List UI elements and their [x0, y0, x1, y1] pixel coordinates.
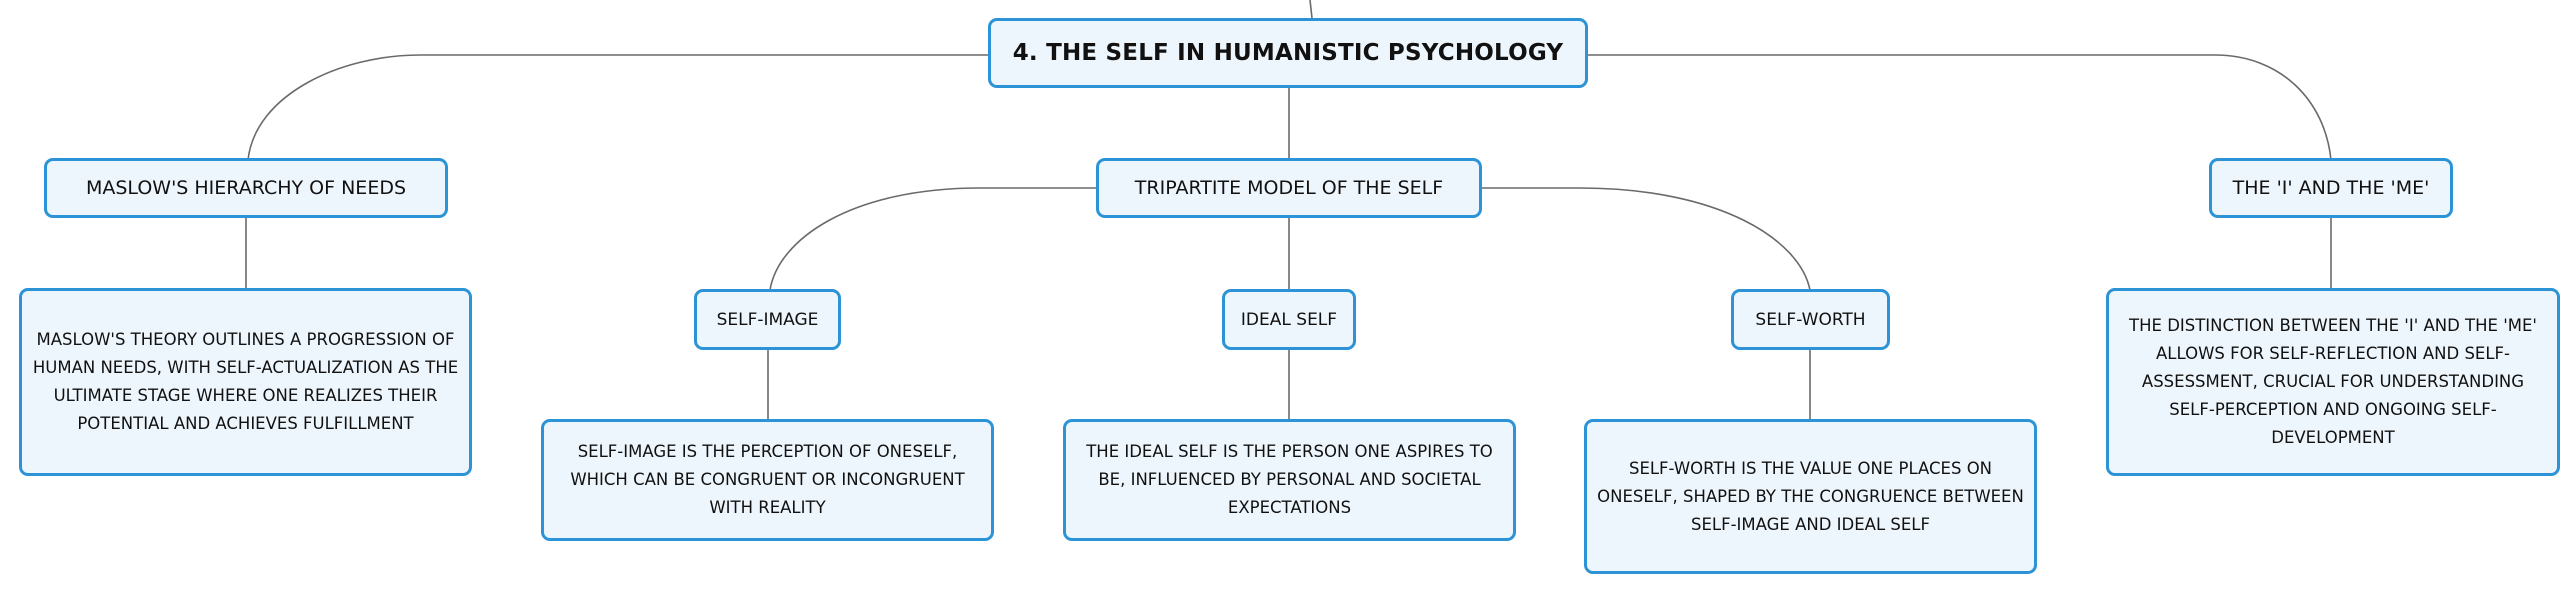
- self-worth-label: SELF-WORTH: [1755, 309, 1866, 330]
- root-topic-label: 4. THE SELF IN HUMANISTIC PSYCHOLOGY: [1012, 40, 1564, 66]
- ideal-self-label: IDEAL SELF: [1240, 309, 1338, 330]
- ideal-self-node[interactable]: IDEAL SELF: [1222, 289, 1356, 350]
- connector-tripartite-to-self-worth: [1482, 187, 1811, 291]
- ideal-self-detail-node[interactable]: THE IDEAL SELF IS THE PERSON ONE ASPIRES…: [1063, 419, 1516, 541]
- root-topic-node[interactable]: 4. THE SELF IN HUMANISTIC PSYCHOLOGY: [988, 18, 1588, 88]
- self-worth-detail-text: SELF-WORTH IS THE VALUE ONE PLACES ON ON…: [1597, 458, 2024, 534]
- i-and-me-topic-node[interactable]: THE 'I' AND THE 'ME': [2209, 158, 2453, 218]
- maslow-topic-node[interactable]: MASLOW'S HIERARCHY OF NEEDS: [44, 158, 448, 218]
- maslow-detail-text: MASLOW'S THEORY OUTLINES A PROGRESSION O…: [32, 330, 459, 433]
- self-image-node[interactable]: SELF-IMAGE: [694, 289, 841, 350]
- i-and-me-detail-node[interactable]: THE DISTINCTION BETWEEN THE 'I' AND THE …: [2106, 288, 2560, 476]
- self-image-detail-text: SELF-IMAGE IS THE PERCEPTION OF ONESELF,…: [570, 442, 965, 517]
- tripartite-topic-node[interactable]: TRIPARTITE MODEL OF THE SELF: [1096, 158, 1482, 218]
- maslow-detail-node[interactable]: MASLOW'S THEORY OUTLINES A PROGRESSION O…: [19, 288, 472, 476]
- self-worth-detail-node[interactable]: SELF-WORTH IS THE VALUE ONE PLACES ON ON…: [1584, 419, 2037, 574]
- connector-parent-to-root: [1309, 0, 1313, 19]
- self-image-label: SELF-IMAGE: [716, 309, 819, 330]
- i-and-me-topic-label: THE 'I' AND THE 'ME': [2232, 177, 2430, 199]
- connector-root-to-i-and-me: [1588, 54, 2332, 161]
- maslow-topic-label: MASLOW'S HIERARCHY OF NEEDS: [85, 177, 407, 199]
- connector-tripartite-to-self-image: [769, 187, 1096, 291]
- connector-root-to-maslow: [247, 54, 988, 161]
- self-image-detail-node[interactable]: SELF-IMAGE IS THE PERCEPTION OF ONESELF,…: [541, 419, 994, 541]
- self-worth-node[interactable]: SELF-WORTH: [1731, 289, 1890, 350]
- i-and-me-detail-text: THE DISTINCTION BETWEEN THE 'I' AND THE …: [2129, 316, 2537, 447]
- ideal-self-detail-text: THE IDEAL SELF IS THE PERSON ONE ASPIRES…: [1086, 442, 1493, 517]
- tripartite-topic-label: TRIPARTITE MODEL OF THE SELF: [1134, 177, 1444, 199]
